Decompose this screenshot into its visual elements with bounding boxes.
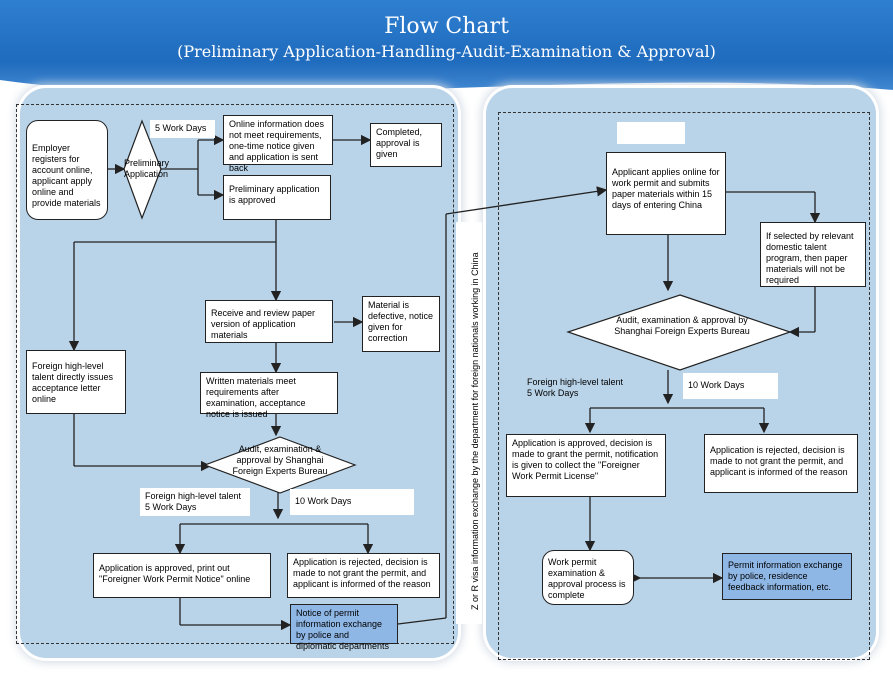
talent-program-box: If selected by relevant domestic talent … [760, 222, 866, 287]
high-level-issue-box: Foreign high-level talent directly issue… [26, 350, 126, 414]
approved-print-box: Application is approved, print out "Fore… [93, 553, 271, 598]
apply-online-box: Applicant applies online for work permit… [606, 152, 726, 235]
left-dashed-frame [16, 104, 454, 644]
right-high-level-days-label: Foreign high-level talent 5 Work Days [527, 377, 624, 398]
visa-strip [456, 222, 482, 624]
right-audit-diamond [566, 294, 792, 371]
left-audit-diamond [203, 436, 357, 494]
right-exchange-box: Permit information exchange by police, r… [722, 553, 852, 600]
preliminary-diamond [123, 119, 162, 220]
visa-exchange-vertical-text: Z or R visa information exchange by the … [470, 252, 480, 610]
right-audit-label: Audit, examination & approval by Shangha… [614, 315, 750, 336]
right-blank-label [617, 122, 685, 144]
page-subtitle: (Preliminary Application-Handling-Audit-… [177, 42, 716, 61]
page-title: Flow Chart [384, 14, 509, 39]
employer-register-box: Employer registers for account online, a… [26, 120, 108, 220]
info-not-meet-box: Online information does not meet require… [223, 115, 333, 173]
notice-exchange-box: Notice of permit information exchange by… [290, 604, 398, 651]
receive-review-box: Receive and review paper version of appl… [205, 300, 333, 343]
left-rejected-box: Application is rejected, decision is mad… [287, 553, 440, 598]
preliminary-application-label: Preliminary Application [124, 158, 170, 179]
written-meet-box: Written materials meet requirements afte… [200, 372, 338, 419]
right-approved-box: Application is approved, decision is mad… [506, 434, 666, 497]
material-defective-box: Material is defective, notice given for … [362, 296, 440, 352]
left-audit-label: Audit, examination & approval by Shangha… [232, 444, 328, 476]
right-rejected-box: Application is rejected, decision is mad… [704, 434, 858, 493]
process-complete-box: Work permit examination & approval proce… [542, 550, 634, 605]
left-high-level-days-label: Foreign high-level talent 5 Work Days [140, 488, 250, 516]
five-work-days-label: 5 Work Days [150, 120, 215, 138]
right-ten-days-label: 10 Work Days [683, 373, 778, 399]
right-dashed-frame [498, 112, 870, 660]
left-ten-days-label: 10 Work Days [290, 489, 414, 515]
completed-box: Completed, approval is given [370, 123, 442, 167]
prelim-approved-box: Preliminary application is approved [223, 175, 331, 220]
